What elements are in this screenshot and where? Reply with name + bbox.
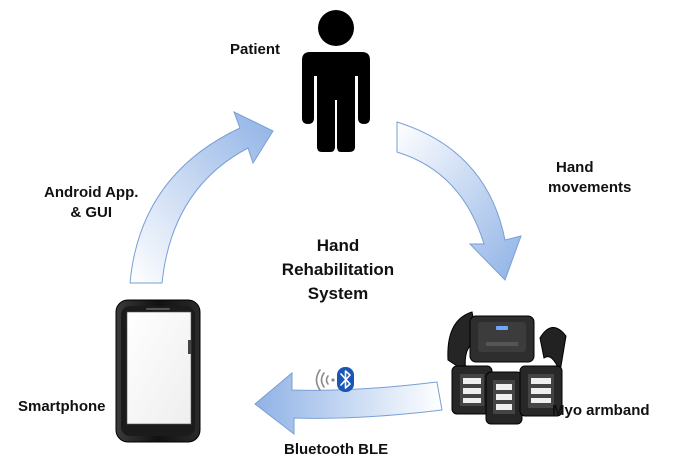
system-title-line-3: System	[307, 284, 369, 303]
system-title-line-2: Rehabilitation	[281, 260, 395, 279]
system-title: Hand Rehabilitation System	[263, 234, 413, 306]
arrow-armband-to-phone	[254, 371, 443, 436]
hand-movements-label: Hand movements	[548, 158, 631, 198]
android-app-line-1: Android App.	[44, 184, 139, 201]
system-title-line-1: Hand	[316, 236, 360, 255]
hand-movements-line-2: movements	[548, 179, 632, 196]
hand-movements-line-1: Hand	[556, 159, 594, 176]
person-silhouette-icon	[302, 10, 370, 152]
arrow-app-to-patient	[129, 111, 274, 284]
patient-label: Patient	[230, 41, 281, 58]
bluetooth-ble-label: Bluetooth BLE	[284, 441, 389, 458]
smartphone-label: Smartphone	[18, 398, 106, 415]
android-app-line-2: & GUI	[70, 204, 113, 221]
android-app-label: Android App. & GUI	[44, 183, 138, 223]
arrow-patient-to-armband	[396, 121, 522, 281]
myo-armband-icon	[447, 311, 567, 425]
myo-armband-label: Myo armband	[552, 402, 650, 419]
smartphone-icon	[115, 299, 201, 443]
bluetooth-icon	[337, 367, 354, 392]
wireless-signal-icon	[315, 369, 335, 391]
